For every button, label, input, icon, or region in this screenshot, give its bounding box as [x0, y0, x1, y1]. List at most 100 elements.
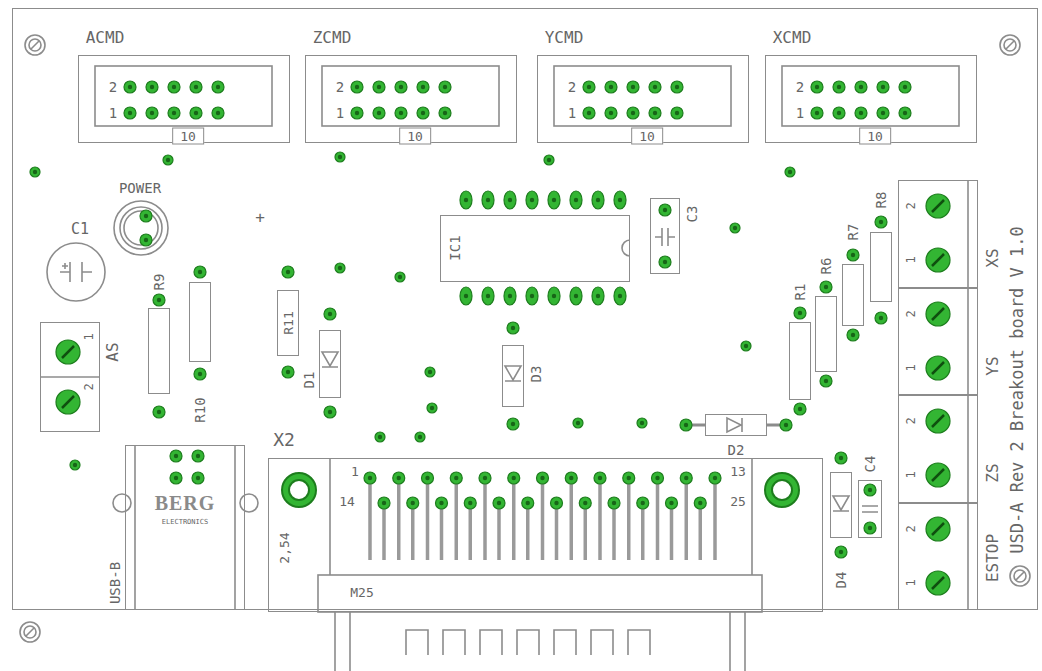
solder-pad: [417, 81, 429, 93]
solder-pad: [881, 85, 885, 89]
usb-mount-hole: [113, 494, 131, 512]
db25-connector: X211314252,54M25: [268, 458, 823, 612]
solder-pad: [439, 107, 451, 119]
solder-pad: [146, 107, 158, 119]
solder-pad: [605, 81, 617, 93]
solder-pad: [903, 111, 907, 115]
via: [30, 167, 40, 177]
screw-slot: [62, 346, 74, 358]
silkscreen-label: YS: [985, 356, 1001, 375]
via: [70, 460, 80, 470]
pin-header: YCMD2110: [537, 55, 749, 143]
silkscreen-label: D4: [834, 572, 848, 589]
solder-pad: [526, 287, 538, 305]
header-shroud: [322, 66, 499, 126]
usb-b-connector: USB-BBERGELECTRONICS: [125, 445, 245, 610]
solder-pad: [659, 204, 671, 216]
solder-pad: [508, 472, 520, 484]
screw-terminal: YS21: [898, 288, 978, 395]
pin-lead: [368, 484, 372, 560]
via: [166, 158, 170, 162]
solder-pad: [537, 472, 549, 484]
solder-pad: [198, 270, 202, 274]
solder-pad: [190, 107, 202, 119]
pin-lead: [685, 484, 689, 560]
solder-pad: [482, 191, 494, 209]
via: [785, 167, 795, 177]
solder-pad: [194, 368, 206, 380]
solder-pad: [684, 423, 688, 427]
solder-pad: [565, 472, 577, 484]
via: [378, 435, 382, 439]
silkscreen-label: R7: [846, 224, 860, 241]
solder-pad: [504, 287, 516, 305]
solder-pad: [839, 550, 843, 554]
solder-pad: [216, 111, 220, 115]
solder-pad: [460, 191, 472, 209]
solder-pad: [859, 111, 863, 115]
solder-pad: [422, 472, 434, 484]
solder-pad: [864, 484, 876, 496]
solder-pad: [847, 249, 859, 261]
solder-pad: [168, 107, 180, 119]
screw-slot: [932, 308, 944, 320]
silkscreen-label: XS: [985, 248, 1001, 267]
solder-pad: [709, 472, 721, 484]
solder-pad: [794, 403, 806, 415]
usb-housing: [135, 445, 235, 610]
solder-pad: [170, 472, 182, 484]
header-shroud: [554, 66, 731, 126]
solder-pad: [592, 191, 604, 209]
silkscreen-label: 2: [83, 383, 95, 390]
solder-pad: [837, 111, 841, 115]
via: [73, 463, 77, 467]
silkscreen-label: 13: [730, 465, 746, 478]
solder-pad: [815, 111, 819, 115]
solder-pad: [552, 294, 556, 298]
screw-pad: [56, 390, 80, 414]
silkscreen-label: BERG: [155, 493, 216, 513]
solder-pad: [596, 294, 600, 298]
solder-pad: [899, 107, 911, 119]
solder-pad: [443, 111, 447, 115]
solder-pad: [439, 81, 451, 93]
solder-pad: [526, 191, 538, 209]
screw-terminal: ZS21: [898, 395, 978, 503]
solder-pad: [811, 107, 823, 119]
solder-pad: [351, 81, 363, 93]
mount-pad: [765, 473, 799, 507]
screw-slot: [932, 200, 944, 212]
screw-pad: [926, 302, 950, 326]
solder-pad: [157, 298, 161, 302]
solder-pad: [153, 406, 165, 418]
screw-slot: [932, 523, 944, 535]
solder-pad: [627, 476, 631, 480]
solder-pad: [522, 497, 534, 509]
solder-pad: [411, 501, 415, 505]
via: [418, 435, 422, 439]
solder-pad: [569, 476, 573, 480]
solder-pad: [574, 198, 578, 202]
pin-lead: [512, 484, 516, 560]
silkscreen-label: C1: [71, 222, 89, 237]
circle-outline: [114, 201, 168, 255]
via: [744, 344, 748, 348]
silkscreen-label: 1: [336, 106, 344, 120]
solder-pad: [422, 472, 434, 484]
pin-lead: [426, 484, 430, 560]
solder-pad: [684, 476, 688, 480]
solder-pad: [877, 107, 889, 119]
mounting-hole: [24, 626, 36, 638]
pin-lead: [555, 509, 559, 560]
capacitor: C3: [650, 198, 680, 274]
solder-pad: [421, 85, 425, 89]
solder-pad: [282, 366, 294, 378]
silkscreen-label: 1: [905, 579, 917, 586]
solder-pad: [439, 107, 451, 119]
diode-symbol: [727, 418, 742, 432]
solder-pad: [194, 368, 206, 380]
solder-pad: [614, 287, 626, 305]
solder-pad: [511, 326, 515, 330]
solder-pad: [623, 472, 635, 484]
solder-pad: [811, 81, 823, 93]
